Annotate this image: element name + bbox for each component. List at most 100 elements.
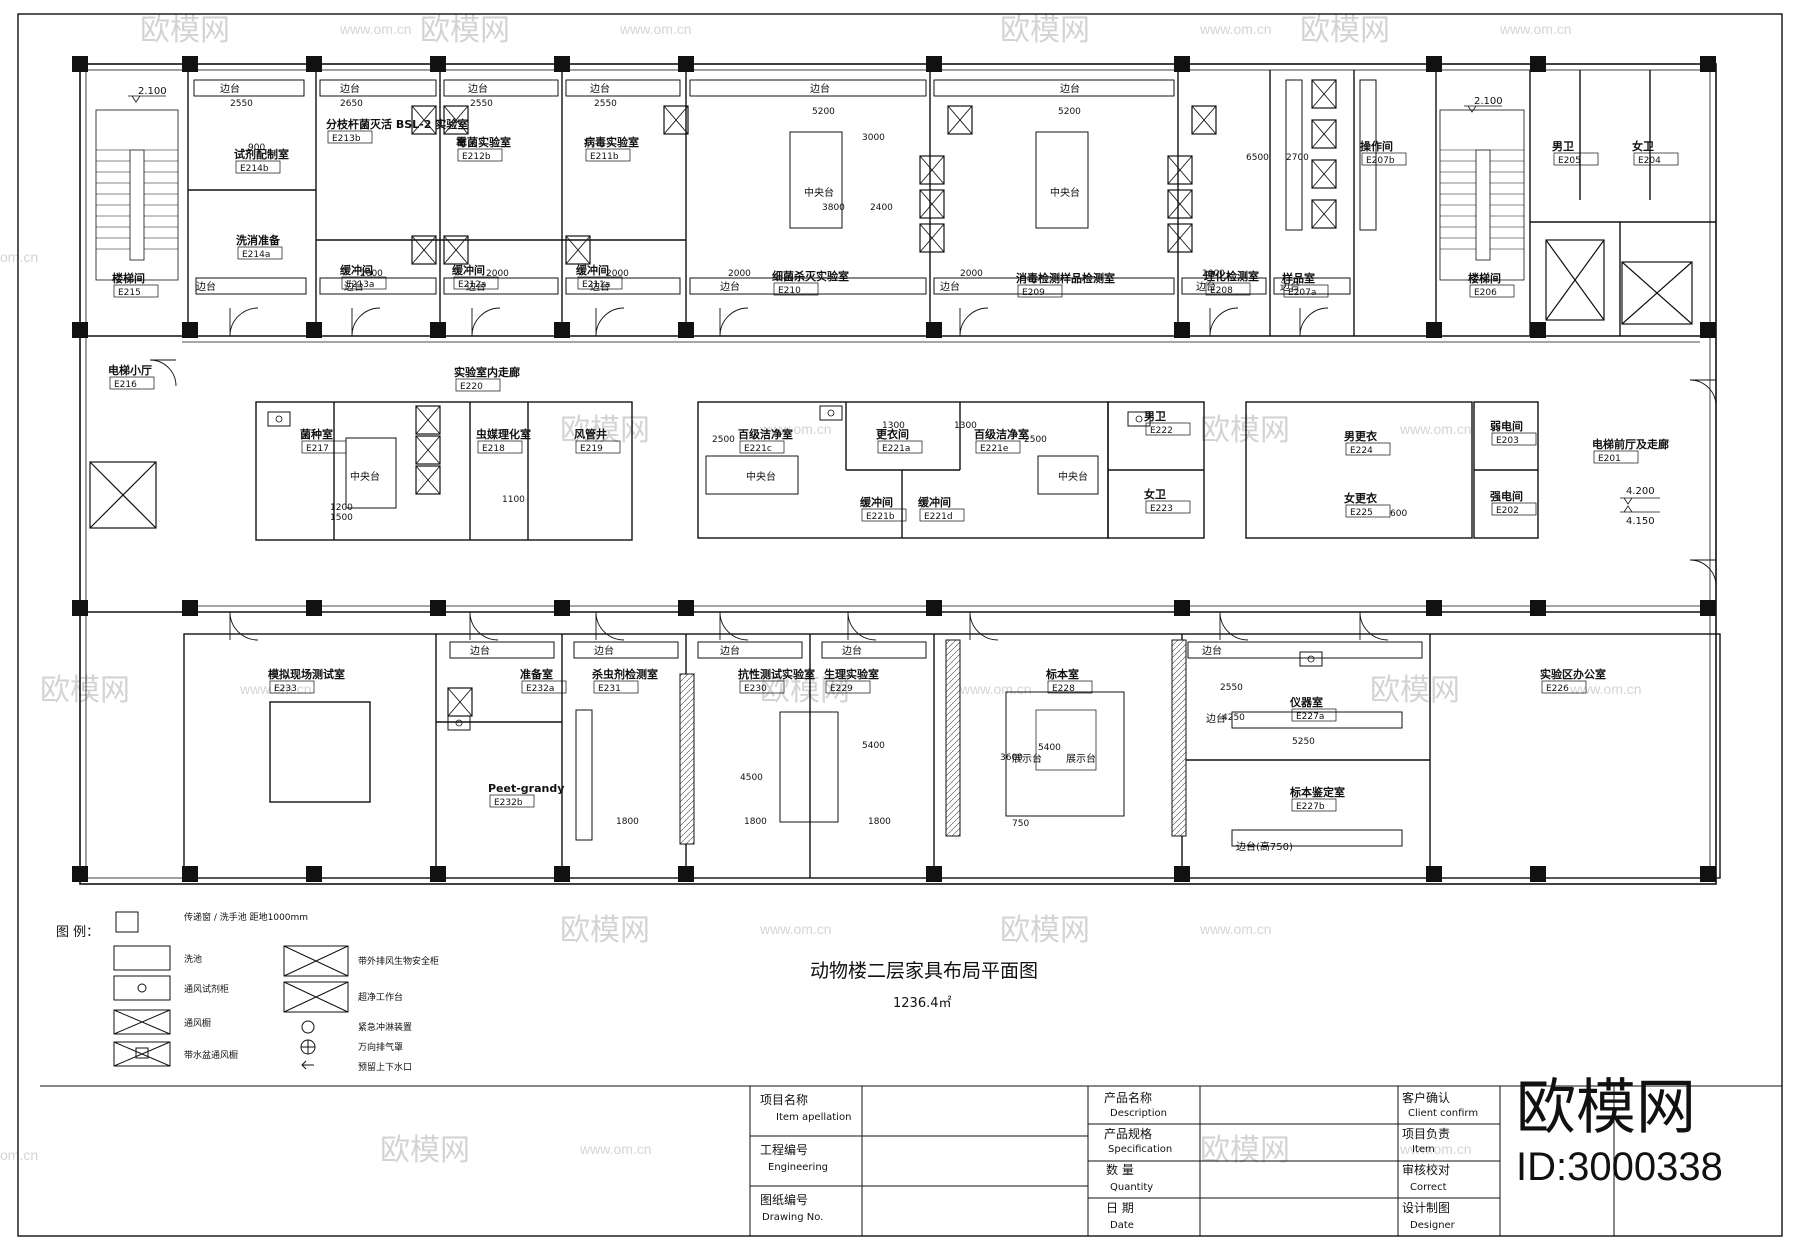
center-bench-label: 中央台 bbox=[1058, 470, 1088, 483]
watermark-site: www.om.cn bbox=[619, 21, 692, 37]
legend-symbols bbox=[113, 911, 349, 1070]
room-code: E229 bbox=[830, 684, 853, 694]
bench-label: 边台 bbox=[344, 280, 364, 293]
room-code-box bbox=[585, 148, 631, 162]
room-code: E207a bbox=[1288, 288, 1316, 298]
room-name: 洗消准备 bbox=[236, 233, 281, 247]
room-code-box bbox=[1017, 284, 1063, 298]
room-code-box bbox=[1205, 282, 1251, 296]
room-name: 女卫 bbox=[1144, 487, 1166, 501]
room-code: E211a bbox=[582, 280, 610, 290]
room-code-box bbox=[455, 378, 501, 392]
door-swing bbox=[229, 307, 259, 337]
title-block bbox=[40, 1085, 1782, 1236]
room-code-box bbox=[1145, 422, 1191, 436]
stair-right bbox=[1439, 109, 1525, 281]
room-code: E221e bbox=[980, 444, 1009, 454]
dimension-label: 2000 bbox=[486, 269, 509, 279]
watermark-site: www.om.cn bbox=[759, 921, 832, 937]
top-cabinets bbox=[411, 79, 1337, 265]
dimension-label: 5250 bbox=[1292, 737, 1315, 747]
drawing-title: 动物楼二层家具布局平面图 bbox=[810, 960, 1038, 982]
room-name: 缓冲间 bbox=[340, 263, 373, 277]
title-block-field: Drawing No. bbox=[762, 1212, 823, 1223]
dimension-label: 1800 bbox=[868, 817, 891, 827]
watermark-site: www.om.cn bbox=[1399, 1141, 1472, 1157]
title-block-field: Designer bbox=[1410, 1220, 1456, 1231]
dimension-label: 2700 bbox=[1286, 153, 1309, 163]
room-code-box bbox=[919, 508, 965, 522]
title-block-field: Correct bbox=[1410, 1182, 1447, 1193]
column bbox=[1426, 322, 1442, 338]
bench-label: 边台 bbox=[720, 280, 740, 293]
dimension-label: 3800 bbox=[822, 203, 845, 213]
room-name: 百级洁净室 bbox=[738, 427, 793, 441]
title-block-field: Date bbox=[1110, 1220, 1134, 1231]
drawing-area: 1236.4㎡ bbox=[893, 996, 952, 1011]
column bbox=[1174, 56, 1190, 72]
title-block-field: 数 量 bbox=[1106, 1162, 1134, 1177]
watermark-site: om.cn bbox=[0, 249, 38, 265]
dimension-label: 1300 bbox=[882, 421, 905, 431]
room-code-box bbox=[109, 376, 155, 390]
room-name: 试剂配制室 bbox=[234, 147, 289, 161]
room-code: E232a bbox=[526, 684, 554, 694]
dimension-label: 5400 bbox=[862, 741, 885, 751]
column bbox=[72, 56, 88, 72]
title-block-field: 工程编号 bbox=[760, 1142, 808, 1157]
room-code: E204 bbox=[1638, 156, 1661, 166]
room-code: E226 bbox=[1546, 684, 1569, 694]
bench-label: 边台 bbox=[468, 82, 488, 95]
bench-label: 边台 bbox=[590, 280, 610, 293]
room-code-box bbox=[739, 440, 785, 454]
room-code: E209 bbox=[1022, 288, 1045, 298]
fume-hood-sink-icon bbox=[113, 1041, 171, 1067]
dimension-label: 5200 bbox=[812, 107, 835, 117]
room-code: E233 bbox=[274, 684, 297, 694]
dimension-label: 2550 bbox=[594, 99, 617, 109]
room-code: E212a bbox=[458, 280, 486, 290]
sink-icon bbox=[115, 911, 139, 933]
room-code-box bbox=[975, 440, 1021, 454]
column bbox=[926, 322, 942, 338]
door-swing bbox=[1689, 379, 1717, 407]
room-name: 更衣间 bbox=[876, 427, 909, 441]
column bbox=[1174, 600, 1190, 616]
title-block-field: Item apellation bbox=[776, 1112, 851, 1123]
room-code: E223 bbox=[1150, 504, 1173, 514]
room-code: E219 bbox=[580, 444, 603, 454]
room-name: 霉菌实验室 bbox=[456, 135, 511, 149]
room-name: 楼梯间 bbox=[1468, 271, 1501, 285]
column bbox=[926, 600, 942, 616]
center-bench-label: 中央台 bbox=[746, 470, 776, 483]
watermark-site: om.cn bbox=[0, 1147, 38, 1163]
room-code-box bbox=[825, 680, 871, 694]
dimension-label: 2550 bbox=[1220, 683, 1243, 693]
dimension-label: 2400 bbox=[870, 203, 893, 213]
column bbox=[678, 322, 694, 338]
dimension-label: 3600 bbox=[1000, 753, 1023, 763]
elevator-left bbox=[89, 461, 157, 529]
room-code-box bbox=[237, 246, 283, 260]
room-name: 标本室 bbox=[1045, 667, 1079, 681]
bench-tall-label: 边台(高750) bbox=[1236, 840, 1293, 853]
dimension-label: 2000 bbox=[1202, 269, 1225, 279]
watermark-brand: 欧模网 bbox=[760, 674, 850, 707]
column bbox=[182, 56, 198, 72]
display-label: 展示台 bbox=[1066, 752, 1096, 765]
brand-mark: 欧模网 bbox=[1516, 1074, 1696, 1141]
fume-hood-icon bbox=[113, 1009, 171, 1035]
level-marks bbox=[128, 95, 1660, 513]
title-block-field: Item bbox=[1412, 1144, 1435, 1155]
room-name: Peet-grandy bbox=[488, 782, 564, 795]
room-name: 女卫 bbox=[1632, 139, 1654, 153]
room-name: 风管井 bbox=[574, 427, 607, 441]
room-code-box bbox=[521, 680, 567, 694]
watermark-site: www.om.cn bbox=[959, 681, 1032, 697]
bench-label: 边台 bbox=[1280, 280, 1300, 293]
column bbox=[306, 322, 322, 338]
center-bench-label: 中央台 bbox=[1050, 186, 1080, 199]
room-code-box bbox=[1469, 284, 1515, 298]
